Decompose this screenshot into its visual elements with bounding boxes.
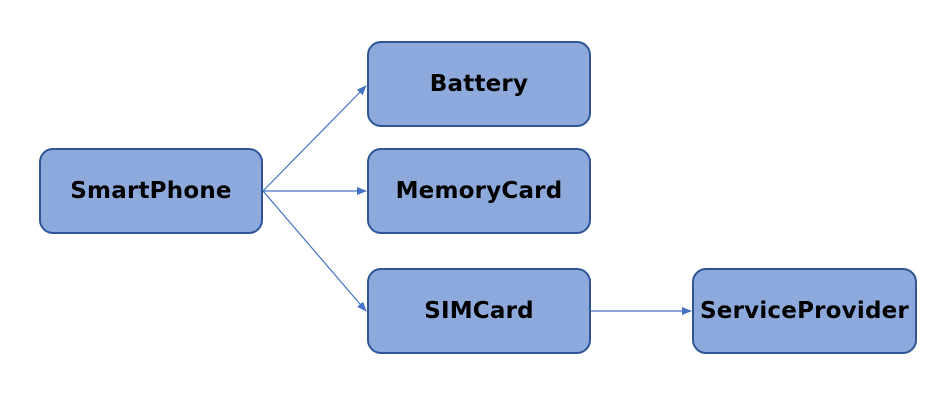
node-smartphone: SmartPhone bbox=[39, 148, 263, 234]
node-label-memorycard: MemoryCard bbox=[395, 178, 563, 204]
node-label-simcard: SIMCard bbox=[424, 298, 534, 324]
node-simcard: SIMCard bbox=[367, 268, 591, 354]
node-battery: Battery bbox=[367, 41, 591, 127]
node-label-serviceprovider: ServiceProvider bbox=[700, 298, 909, 324]
node-label-smartphone: SmartPhone bbox=[70, 178, 232, 204]
node-serviceprovider: ServiceProvider bbox=[692, 268, 917, 354]
edge-smartphone-to-simcard bbox=[262, 190, 367, 312]
node-label-battery: Battery bbox=[429, 71, 529, 97]
edge-smartphone-to-battery bbox=[262, 85, 367, 192]
node-memorycard: MemoryCard bbox=[367, 148, 591, 234]
